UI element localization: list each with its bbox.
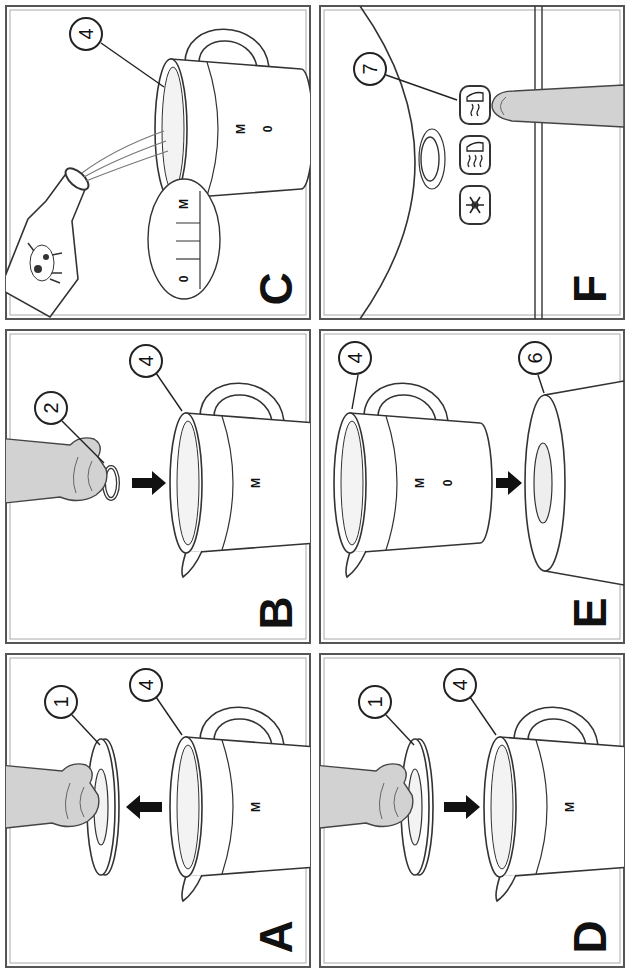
callout-number: 7: [353, 52, 387, 86]
callout-number: 2: [34, 391, 68, 425]
step-letter: F: [567, 275, 613, 303]
callout-number: 4: [443, 668, 477, 702]
level-mark: 0: [178, 276, 190, 283]
callout-number: 4: [338, 341, 372, 375]
callout-number: 4: [129, 344, 163, 378]
callout-number: 6: [518, 341, 552, 375]
step-letter: A: [253, 920, 299, 953]
level-mark: M: [235, 124, 247, 134]
step-letter: C: [253, 272, 299, 305]
level-mark: M: [250, 478, 262, 488]
level-mark: 0: [262, 126, 274, 133]
callout-number: 1: [44, 685, 78, 719]
level-mark: M: [564, 802, 576, 812]
level-mark: M: [178, 199, 190, 209]
callout-number: 4: [69, 17, 103, 51]
level-mark: M: [414, 478, 426, 488]
callout-number: 4: [129, 668, 163, 702]
level-mark: M: [250, 802, 262, 812]
step-letter: B: [253, 596, 299, 629]
callout-number: 1: [358, 685, 392, 719]
step-letter: D: [567, 920, 613, 953]
step-letter: E: [567, 598, 613, 629]
level-mark: 0: [442, 480, 454, 487]
